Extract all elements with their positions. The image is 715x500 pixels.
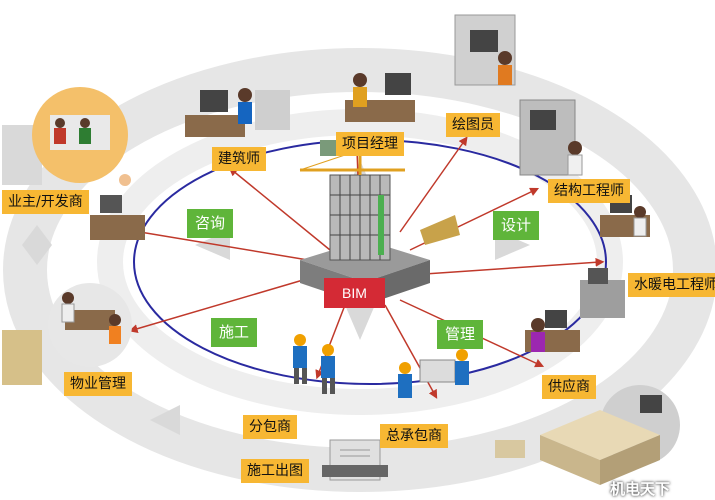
architect-workstation-illustration: [185, 88, 290, 137]
role-owner-developer-label: 业主/开发商: [2, 190, 89, 214]
phase-consult-label: 咨询: [187, 209, 234, 238]
supplier-workstation-illustration: [525, 310, 580, 352]
structural-engineer-workstation-illustration: [519, 99, 583, 176]
bim-center-label: BIM: [324, 278, 385, 308]
role-supplier-label: 供应商: [542, 375, 596, 399]
role-subcontractor-label: 分包商: [243, 415, 297, 439]
role-architect-label: 建筑师: [212, 147, 266, 171]
construction-workers-illustration: [293, 334, 469, 398]
plotter-illustration: [322, 439, 388, 481]
role-mep-engineer-label: 水暖电工程师: [628, 273, 715, 297]
property-management-illustration: [2, 283, 132, 385]
project-manager-workstation-illustration: [320, 73, 415, 156]
phase-design-label: 设计: [493, 211, 540, 240]
phase-construction-label: 施工: [211, 318, 258, 347]
role-structural-engineer-label: 结构工程师: [548, 179, 630, 203]
owner-office-illustration: [2, 87, 128, 185]
watermark-text: 机电天下: [610, 480, 671, 498]
role-construction-drawing-label: 施工出图: [241, 459, 309, 483]
role-project-manager-label: 项目经理: [336, 132, 404, 156]
warehouse-illustration: [495, 385, 680, 485]
role-draftsman-label: 绘图员: [446, 113, 500, 137]
role-general-contractor-label: 总承包商: [380, 424, 448, 448]
owner-desk-illustration: [90, 174, 145, 240]
role-property-management-label: 物业管理: [64, 372, 132, 396]
phase-management-label: 管理: [437, 320, 484, 349]
draftsman-workstation-illustration: [454, 14, 516, 86]
